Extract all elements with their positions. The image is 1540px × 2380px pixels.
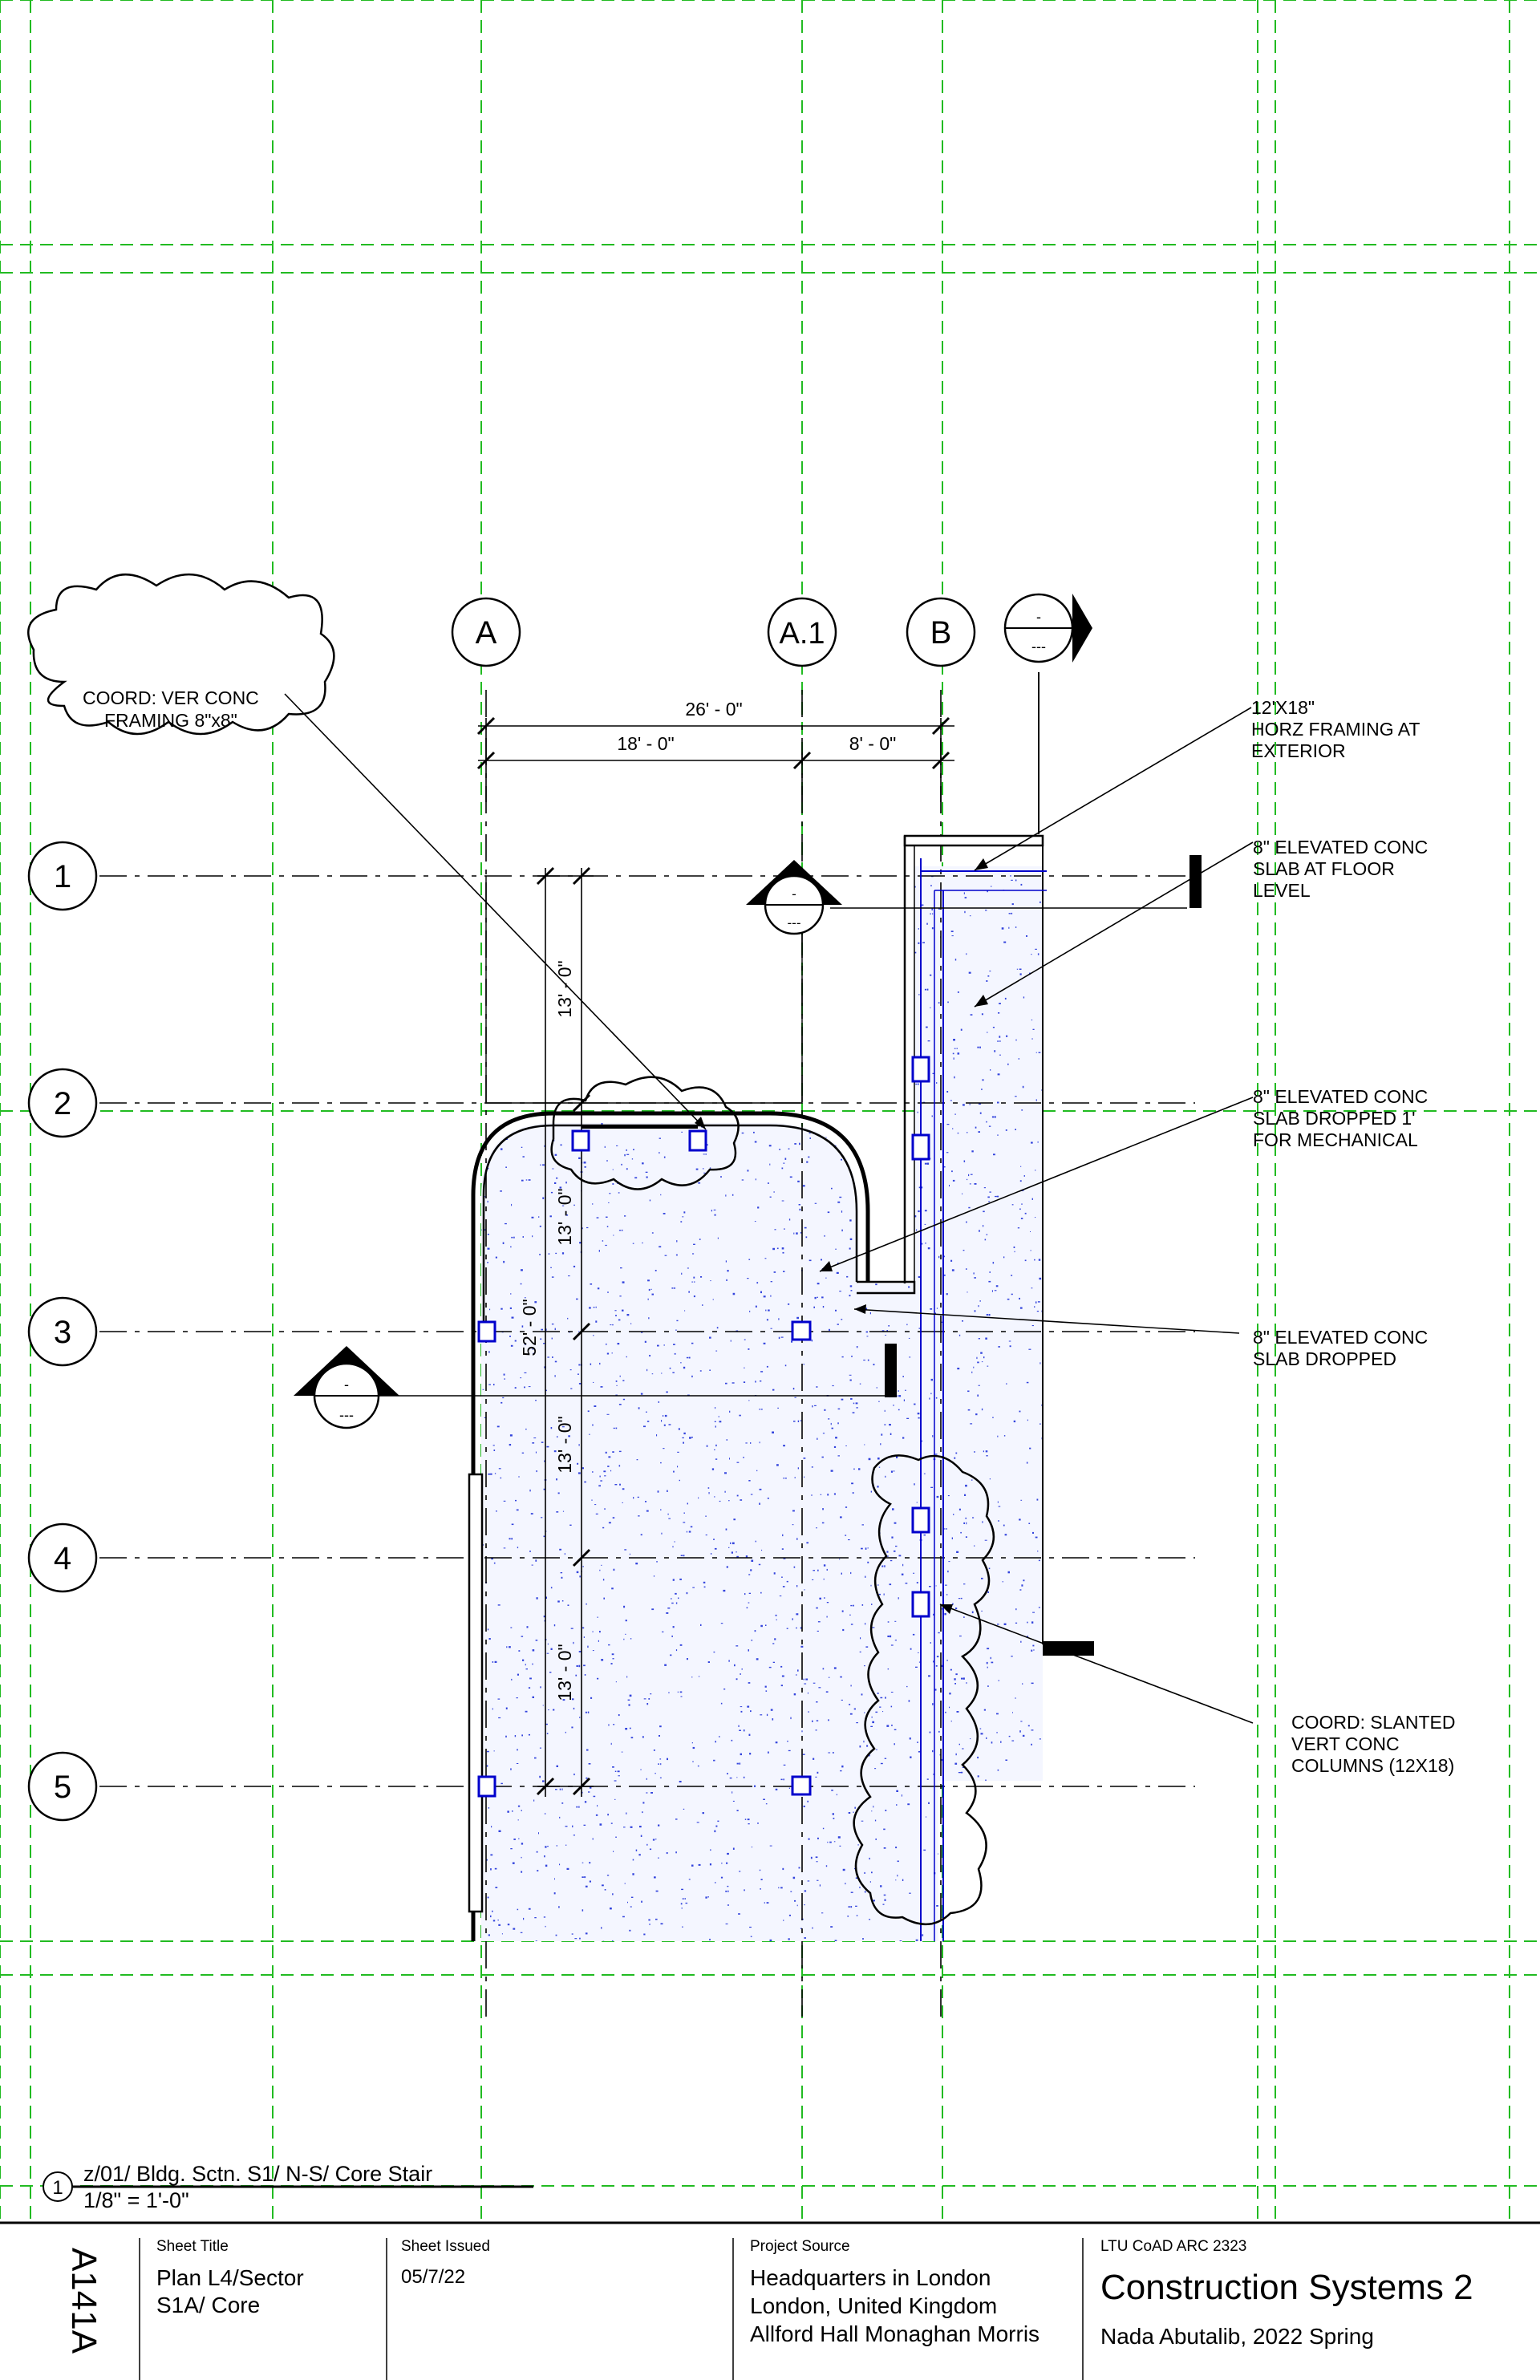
sheet-title-label: Sheet Title <box>156 2238 229 2255</box>
dimension-left-span: 18' - 0" <box>617 733 674 754</box>
section-marker-mid-bottom: --- <box>788 915 801 931</box>
sheet-number: A141A <box>64 2248 103 2354</box>
note-horz-framing: 12'X18" HORZ FRAMING AT EXTERIOR <box>1251 697 1420 761</box>
note-slab-dropped-1: 8" ELEVATED CONC <box>1253 1327 1428 1348</box>
grid-label-b: B <box>930 615 952 651</box>
core-walls <box>468 834 1094 1941</box>
coord-ver-conc-label-2: FRAMING 8"x8" <box>104 710 237 731</box>
note-slanted-columns: COORD: SLANTED VERT CONC COLUMNS (12X18) <box>1291 1712 1455 1776</box>
note-elevated-slab-floor: 8" ELEVATED CONC SLAB AT FLOOR LEVEL <box>1253 837 1428 901</box>
note-slab-dropped: 8" ELEVATED CONC SLAB DROPPED <box>1253 1327 1428 1369</box>
dimension-right-span: 8' - 0" <box>849 733 897 754</box>
grid-label-4: 4 <box>54 1541 71 1576</box>
concrete-columns <box>477 1056 930 1798</box>
note-horz-framing-2: HORZ FRAMING AT <box>1251 719 1420 740</box>
row-grid-bubbles: 1 2 3 4 5 <box>27 841 98 1822</box>
leader-lines <box>284 693 1254 1724</box>
grid-label-1: 1 <box>54 859 71 894</box>
dimension-overall: 26' - 0" <box>685 699 742 720</box>
note-slab-dropped-mech: 8" ELEVATED CONC SLAB DROPPED 1' FOR MEC… <box>1253 1086 1428 1150</box>
section-marker-mid-top: - <box>792 886 796 902</box>
section-marker-top-right-top: - <box>1036 609 1041 625</box>
dimension-bay-2-3: 13' - 0" <box>554 1188 575 1245</box>
grid-label-3: 3 <box>54 1315 71 1350</box>
note-slab-dropped-mech-1: 8" ELEVATED CONC <box>1253 1086 1428 1107</box>
revision-cloud-columns-top <box>550 1076 740 1190</box>
project-source-label: Project Source <box>750 2238 850 2255</box>
dimension-bay-3-4: 13' - 0" <box>554 1416 575 1473</box>
note-horz-framing-3: EXTERIOR <box>1251 740 1346 761</box>
sheet-issued-label: Sheet Issued <box>401 2238 490 2255</box>
column-grid-bubbles: A A.1 B <box>451 597 976 667</box>
section-marker-left-bottom: --- <box>339 1407 354 1423</box>
view-name: z/01/ Bldg. Sctn. S1/ N-S/ Core Stair <box>83 2162 432 2186</box>
revision-cloud-coord-ver <box>27 574 335 736</box>
note-horz-framing-1: 12'X18" <box>1251 697 1315 718</box>
note-slanted-columns-1: COORD: SLANTED <box>1291 1712 1455 1733</box>
sheet-title-line1: Plan L4/Sector <box>156 2265 304 2290</box>
view-scale: 1/8" = 1'-0" <box>83 2188 189 2212</box>
title-block: A141A Sheet Title Plan L4/Sector S1A/ Co… <box>0 2221 1540 2380</box>
view-number: 1 <box>52 2177 63 2199</box>
note-slab-dropped-2: SLAB DROPPED <box>1253 1348 1396 1369</box>
structural-grid <box>99 690 1195 2021</box>
project-line2: London, United Kingdom <box>750 2293 997 2318</box>
course-title: Construction Systems 2 <box>1100 2268 1473 2307</box>
note-slanted-columns-2: VERT CONC <box>1291 1733 1400 1754</box>
note-elevated-slab-floor-2: SLAB AT FLOOR <box>1253 858 1395 879</box>
section-marker-left-top: - <box>344 1377 349 1393</box>
note-elevated-slab-floor-3: LEVEL <box>1253 880 1311 901</box>
note-slab-dropped-mech-3: FOR MECHANICAL <box>1253 1129 1418 1150</box>
project-line1: Headquarters in London <box>750 2265 991 2290</box>
author-line: Nada Abutalib, 2022 Spring <box>1100 2324 1374 2349</box>
section-marker-mid: - --- <box>746 855 1202 935</box>
project-line3: Allford Hall Monaghan Morris <box>750 2321 1040 2346</box>
sheet-issued-value: 05/7/22 <box>401 2266 465 2288</box>
blue-framing-lines <box>920 858 1047 1941</box>
view-title: 1 z/01/ Bldg. Sctn. S1/ N-S/ Core Stair … <box>43 2162 533 2212</box>
dimension-bay-1-2: 13' - 0" <box>554 960 575 1017</box>
note-slanted-columns-3: COLUMNS (12X18) <box>1291 1755 1454 1776</box>
note-elevated-slab-floor-1: 8" ELEVATED CONC <box>1253 837 1428 858</box>
horizontal-dimensions <box>476 716 954 802</box>
section-marker-top-right: - --- <box>1003 593 1092 834</box>
revision-cloud-columns-right <box>853 1454 995 1926</box>
grid-outline <box>485 876 803 1104</box>
sheet-title-line2: S1A/ Core <box>156 2293 260 2317</box>
note-slab-dropped-mech-2: SLAB DROPPED 1' <box>1253 1108 1416 1129</box>
coord-ver-conc-label-1: COORD: VER CONC <box>83 687 259 708</box>
grid-label-a1: A.1 <box>779 617 825 651</box>
dimension-total-vertical: 52' - 0" <box>519 1299 540 1356</box>
grid-label-a: A <box>476 615 497 651</box>
leader-arrowheads <box>695 858 988 1614</box>
section-marker-left: - --- <box>294 1344 897 1429</box>
grid-label-5: 5 <box>54 1770 71 1805</box>
section-marker-top-right-bottom: --- <box>1031 639 1046 655</box>
vertical-dimensions <box>536 866 594 1797</box>
grid-label-2: 2 <box>54 1086 71 1121</box>
course-label: LTU CoAD ARC 2323 <box>1100 2238 1246 2255</box>
dimension-bay-4-5: 13' - 0" <box>554 1644 575 1701</box>
